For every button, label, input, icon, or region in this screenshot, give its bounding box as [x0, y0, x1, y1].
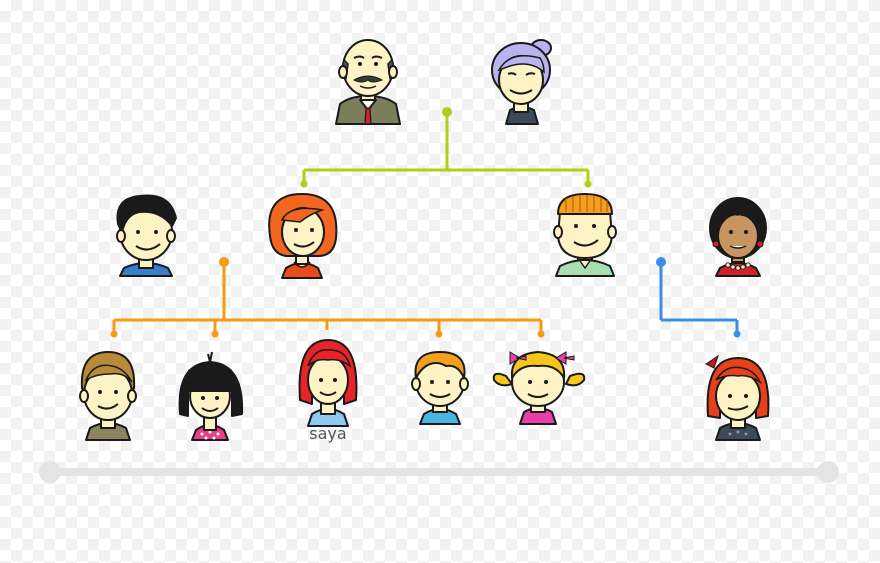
aunt-avatar: [709, 197, 767, 277]
grandmother-avatar: [491, 39, 552, 125]
child-blonde-pigtails-avatar: [492, 351, 586, 425]
child-orange-hair-avatar: [411, 351, 469, 425]
scrollbar-track[interactable]: [50, 468, 830, 476]
orange-connector: [112, 262, 543, 333]
horizontal-scrollbar[interactable]: [39, 461, 839, 483]
green-connector-dot: [300, 180, 308, 188]
uncle-avatar: [116, 194, 177, 277]
father-avatar: [553, 193, 617, 277]
child-brown-hair-avatar: [79, 351, 137, 441]
mother-avatar: [268, 193, 338, 279]
child-black-bob-avatar: [178, 351, 244, 441]
green-connector-dot: [442, 107, 452, 117]
orange-connector-dot: [537, 330, 545, 338]
scrollbar-left-handle[interactable]: [39, 461, 61, 483]
orange-connector-dot: [211, 330, 219, 338]
blue-connector-dot: [656, 257, 666, 267]
grandfather-avatar: [335, 39, 401, 125]
green-connector-dot: [584, 180, 592, 188]
green-connector: [302, 112, 590, 184]
cousin-red-hair-avatar: [705, 354, 770, 441]
orange-connector-dot: [219, 257, 229, 267]
scrollbar-right-handle[interactable]: [817, 461, 839, 483]
child-saya-avatar: [298, 339, 358, 427]
orange-connector-dot: [435, 330, 443, 338]
child-name-label: saya: [309, 424, 347, 443]
orange-connector-dot: [110, 330, 118, 338]
blue-connector-dot: [733, 330, 741, 338]
